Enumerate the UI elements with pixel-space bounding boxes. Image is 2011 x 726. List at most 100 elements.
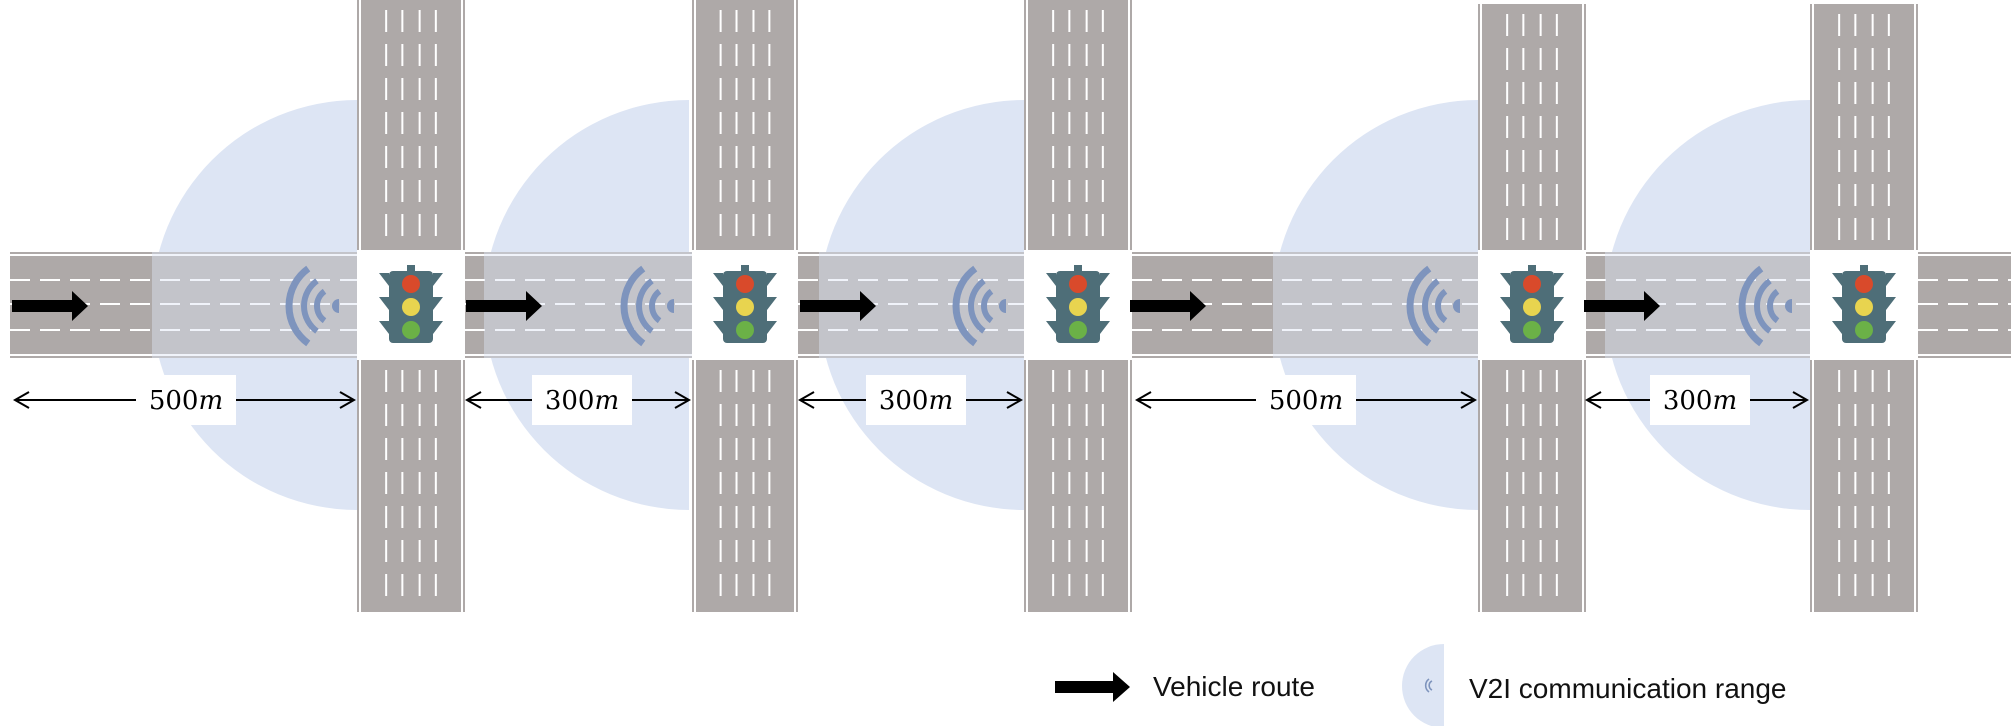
wireless-signal-dot xyxy=(667,299,674,313)
traffic-light-top-cap xyxy=(1074,265,1082,272)
traffic-light-visor-right xyxy=(1100,273,1110,286)
traffic-light-visor-right xyxy=(1100,297,1110,310)
wireless-signal-dot xyxy=(1785,299,1792,313)
cross-street-north-3-surface xyxy=(1024,0,1132,250)
traffic-light-visor-right xyxy=(1886,273,1896,286)
wireless-signal-icon-5 xyxy=(1738,265,1792,347)
wireless-signal-arc-1 xyxy=(649,288,662,324)
traffic-light-yellow xyxy=(1523,298,1541,316)
distance-label-box xyxy=(532,375,632,425)
traffic-light-visor-left xyxy=(1046,297,1056,310)
traffic-light-visor-left xyxy=(1832,273,1842,286)
distance-label: 300m xyxy=(545,386,619,416)
wireless-signal-arc-3 xyxy=(620,265,646,347)
traffic-light-yellow xyxy=(736,298,754,316)
distance-label-box xyxy=(1650,375,1750,425)
v2i-range-road-tint-4 xyxy=(1273,252,1478,358)
distance-label: 300m xyxy=(1663,386,1737,416)
traffic-light-icon-4 xyxy=(1500,265,1564,343)
distance-label: 500m xyxy=(149,386,223,416)
traffic-light-visor-right xyxy=(1554,321,1564,334)
traffic-light-visor-left xyxy=(379,321,389,334)
vehicle-route-arrow-icon-3 xyxy=(800,291,876,321)
vehicle-route-arrow-icon-4 xyxy=(1130,291,1206,321)
distance-arrowhead-left xyxy=(1134,391,1152,409)
overlay-layer xyxy=(12,252,1896,358)
traffic-light-icon-3 xyxy=(1046,265,1110,343)
cross-street-south-3 xyxy=(1024,360,1132,612)
distance-arrowhead-right xyxy=(1792,391,1810,409)
wireless-signal-arc-2 xyxy=(301,278,319,334)
traffic-light-visor-right xyxy=(1886,321,1896,334)
legend-route-arrow-icon xyxy=(1055,672,1130,702)
distance-marker-2: 300m xyxy=(464,375,692,425)
traffic-light-red xyxy=(402,275,420,293)
cross-street-south-3-surface xyxy=(1024,360,1132,612)
wireless-signal-icon-2 xyxy=(620,265,674,347)
traffic-light-visor-right xyxy=(1554,297,1564,310)
cross-street-north-1 xyxy=(357,0,465,250)
distance-label: 300m xyxy=(879,386,953,416)
traffic-light-green xyxy=(402,321,420,339)
legend-vehicle-route-label: Vehicle route xyxy=(1153,671,1315,702)
cross-street-south-1 xyxy=(357,360,465,612)
cross-street-south-2 xyxy=(692,360,798,612)
traffic-light-icon-2 xyxy=(713,265,777,343)
cross-street-north-3 xyxy=(1024,0,1132,250)
cross-street-north-5 xyxy=(1810,4,1918,250)
traffic-light-red xyxy=(1069,275,1087,293)
wireless-signal-arc-3 xyxy=(1406,265,1432,347)
cross-street-south-5-surface xyxy=(1810,360,1918,612)
wireless-signal-arc-3 xyxy=(1738,265,1764,347)
traffic-light-visor-left xyxy=(1832,321,1842,334)
traffic-light-visor-right xyxy=(767,273,777,286)
v2i-range-road-tint-1 xyxy=(152,252,357,358)
distance-marker-4: 500m xyxy=(1134,375,1478,425)
distance-marker-5: 300m xyxy=(1584,375,1810,425)
distance-arrowhead-right xyxy=(1460,391,1478,409)
traffic-light-visor-left xyxy=(1046,273,1056,286)
traffic-light-icon-5 xyxy=(1832,265,1896,343)
distance-arrowhead-left xyxy=(1584,391,1602,409)
cross-street-south-2-surface xyxy=(692,360,798,612)
traffic-light-visor-right xyxy=(433,273,443,286)
traffic-light-yellow xyxy=(402,298,420,316)
wireless-signal-arc-3 xyxy=(285,265,311,347)
traffic-light-visor-left xyxy=(1500,273,1510,286)
traffic-light-top-cap xyxy=(741,265,749,272)
distance-label: 500m xyxy=(1269,386,1343,416)
vehicle-route-arrow-icon-5 xyxy=(1584,291,1660,321)
traffic-light-visor-left xyxy=(1500,321,1510,334)
cross-street-south-4 xyxy=(1478,360,1586,612)
traffic-light-visor-right xyxy=(1100,321,1110,334)
traffic-light-green xyxy=(736,321,754,339)
wireless-signal-icon-1 xyxy=(285,265,339,347)
cross-street-south-5 xyxy=(1810,360,1918,612)
traffic-light-visor-left xyxy=(1046,321,1056,334)
traffic-light-visor-left xyxy=(713,321,723,334)
wireless-signal-dot xyxy=(1453,299,1460,313)
traffic-light-top-cap xyxy=(1528,265,1536,272)
traffic-light-visor-right xyxy=(1554,273,1564,286)
wireless-signal-arc-2 xyxy=(968,278,986,334)
wireless-signal-arc-2 xyxy=(636,278,654,334)
legend-range-icon xyxy=(1402,644,1444,726)
distance-arrowhead-left xyxy=(12,391,30,409)
distance-label-box xyxy=(1256,375,1356,425)
traffic-light-visor-left xyxy=(379,273,389,286)
traffic-light-visor-left xyxy=(713,273,723,286)
distance-marker-3: 300m xyxy=(797,375,1024,425)
wireless-signal-arc-1 xyxy=(314,288,327,324)
traffic-light-top-cap xyxy=(1860,265,1868,272)
traffic-light-top-cap xyxy=(407,265,415,272)
legend-v2i-range-label: V2I communication range xyxy=(1469,673,1787,704)
distance-arrowhead-right xyxy=(339,391,357,409)
distance-marker-1: 500m xyxy=(12,375,357,425)
cross-street-south-4-surface xyxy=(1478,360,1586,612)
cross-street-north-2-surface xyxy=(692,0,798,250)
traffic-light-visor-right xyxy=(767,321,777,334)
traffic-light-visor-right xyxy=(433,321,443,334)
road-segment-6 xyxy=(1918,252,2011,358)
wireless-signal-arc-2 xyxy=(1422,278,1440,334)
